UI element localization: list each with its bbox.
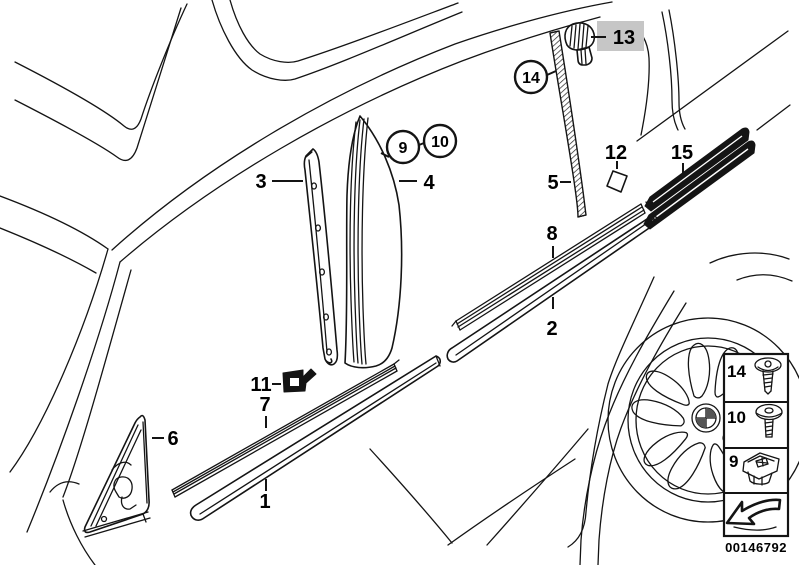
clip-part12[interactable] <box>606 170 628 193</box>
callout-circle <box>422 123 458 159</box>
callout-7[interactable]: 7 <box>259 394 271 428</box>
legend-row-arrow[interactable] <box>725 498 782 531</box>
callouts: 3 4 5 6 8 2 7 1 <box>152 21 693 513</box>
callout-label-10[interactable]: 10 <box>431 134 449 151</box>
screw-icon <box>754 357 782 395</box>
clip-part13[interactable] <box>564 22 596 66</box>
pillar-trim-part4[interactable] <box>344 115 403 369</box>
callout-label-11[interactable]: 11 <box>250 374 271 396</box>
leader-line <box>546 70 557 76</box>
callout-13-highlighted[interactable]: 13 <box>591 21 644 51</box>
callout-label-13[interactable]: 13 <box>613 27 635 49</box>
callout-label-5[interactable]: 5 <box>547 172 558 194</box>
grommet-screw-icon <box>755 403 783 438</box>
callout-label-3[interactable]: 3 <box>255 171 266 193</box>
molding-part15[interactable] <box>643 127 756 230</box>
legend-label-9: 9 <box>729 452 738 471</box>
callout-9-circled[interactable]: 9 <box>380 129 421 165</box>
callout-label-12[interactable]: 12 <box>605 142 627 164</box>
rear-wheel <box>607 317 799 523</box>
callout-4[interactable]: 4 <box>399 172 435 194</box>
bmw-roundel-icon <box>695 407 717 429</box>
callout-label-14[interactable]: 14 <box>522 70 540 87</box>
roofline <box>111 1 613 263</box>
leader-line <box>380 152 390 158</box>
clip-part11[interactable] <box>282 368 317 393</box>
clip-grommet-icon <box>742 452 780 486</box>
mirror-triangle-part6[interactable] <box>83 414 150 534</box>
callout-circle <box>513 59 549 95</box>
callout-11[interactable]: 11 <box>250 374 281 396</box>
sunroof-outline <box>14 0 463 162</box>
legend-label-14: 14 <box>727 362 746 381</box>
rocker-lines <box>369 428 589 546</box>
callout-label-8[interactable]: 8 <box>546 223 557 245</box>
molding-part2[interactable] <box>446 214 659 363</box>
legend-label-10: 10 <box>727 408 746 427</box>
window-frame-trim-part5[interactable] <box>549 30 587 218</box>
callout-circle <box>385 129 421 165</box>
shaft-trim-part7[interactable] <box>171 359 400 498</box>
callout-label-1[interactable]: 1 <box>259 491 270 513</box>
callout-1[interactable]: 1 <box>259 479 271 513</box>
hub-cap <box>691 403 721 433</box>
legend-row-10[interactable]: 10 <box>727 403 783 438</box>
shaft-trim-part8[interactable] <box>451 201 651 331</box>
callout-12[interactable]: 12 <box>605 142 627 169</box>
callout-label-2[interactable]: 2 <box>546 318 557 340</box>
wheel-arch <box>567 276 687 565</box>
callout-10-circled[interactable]: 10 <box>418 123 458 159</box>
callout-label-15[interactable]: 15 <box>671 142 693 164</box>
callout-label-9[interactable]: 9 <box>399 140 408 157</box>
pillar-trim-part3[interactable] <box>303 148 339 366</box>
a-pillar <box>0 195 132 565</box>
callout-2[interactable]: 2 <box>546 297 558 340</box>
c-pillar <box>626 9 793 282</box>
doc-number: 00146792 <box>725 540 787 555</box>
direction-arrow-icon <box>725 498 782 531</box>
legend-row-9[interactable]: 9 <box>729 452 780 486</box>
molding-part1[interactable] <box>189 355 442 521</box>
callout-5[interactable]: 5 <box>547 172 571 194</box>
callout-label-7[interactable]: 7 <box>259 394 270 416</box>
legend-box: 14 10 9 <box>722 352 790 538</box>
callout-8[interactable]: 8 <box>546 223 558 258</box>
legend-row-14[interactable]: 14 <box>727 357 782 395</box>
callout-15[interactable]: 15 <box>671 142 693 173</box>
callout-label-6[interactable]: 6 <box>167 428 178 450</box>
callout-label-4[interactable]: 4 <box>423 172 435 194</box>
callout-6[interactable]: 6 <box>152 428 179 450</box>
callout-14-circled[interactable]: 14 <box>513 59 557 95</box>
callout-3[interactable]: 3 <box>255 171 303 193</box>
